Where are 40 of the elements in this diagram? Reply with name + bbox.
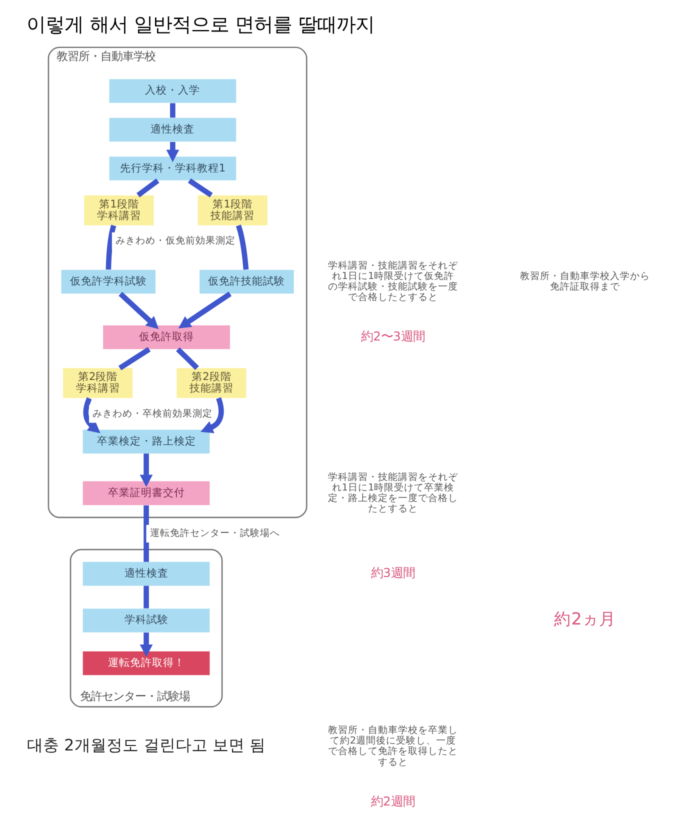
arrow [118,292,158,330]
node-box: 先行学科・学科教程1 [108,156,236,180]
label: 約3週間 [370,566,414,580]
label: 学科講習・技能講習をそれぞれ1日に1時限受けて卒業検定・路上検定を一度で合格したとすると [327,472,458,515]
edge-label: みきわめ・仮免前効果測定 [114,236,235,247]
node-box: 第1段階 学科講習 [84,195,154,226]
node-box: 第2段階 学科講習 [62,368,132,398]
node-box: 適性検査 [108,118,236,142]
connector [143,505,148,562]
label: 学科講習・技能講習をそれぞれ1日に1時限受けて仮免許の学科試験・技能試験を一度で合格したとすると [327,260,458,304]
edge-label: 運転免許センター・試験場へ [150,528,280,540]
node-box: 仮免許取得 [102,325,230,350]
diagram-title: 이렇게 해서 일반적으로 면허를 딸때까지 [26,13,374,36]
caption: 대충 2개월정도 걸린다고 보면 됨 [26,735,265,754]
connector [235,224,248,270]
connector [105,224,116,270]
node-box: 卒業検定・路上検定 [82,430,210,454]
connector [170,103,175,118]
node-box: 学科試験 [82,608,210,632]
label: 約2ヵ月 [554,608,616,629]
label: 約2週間 [370,794,414,808]
node-box: 運転免許取得！ [82,651,210,676]
arrow [82,397,100,434]
edge-label: みきわめ・卒検前効果測定 [92,408,212,420]
label: 約2〜3週間 [360,330,424,344]
node-box: 仮免許技能試験 [199,270,294,294]
node-box: 入校・入学 [108,79,236,103]
node-box: 適性検査 [82,562,210,586]
node-box: 第1段階 技能講習 [197,195,267,226]
node-box: 第2段階 技能講習 [176,368,246,398]
node-box: 仮免許学科試験 [60,270,156,294]
arrow [166,142,179,162]
label: 教習所・自動車学校入学から免許証取得まで [520,270,650,292]
connector [143,586,148,608]
arrow [139,632,152,657]
arrow [178,292,232,328]
node-box: 卒業証明書交付 [82,481,210,506]
connector [136,178,159,198]
arrow [139,454,152,487]
label: 教習所・自動車学校を卒業して約2週間後に受験し、一度で合格して免許を取得したとすると [327,725,458,768]
